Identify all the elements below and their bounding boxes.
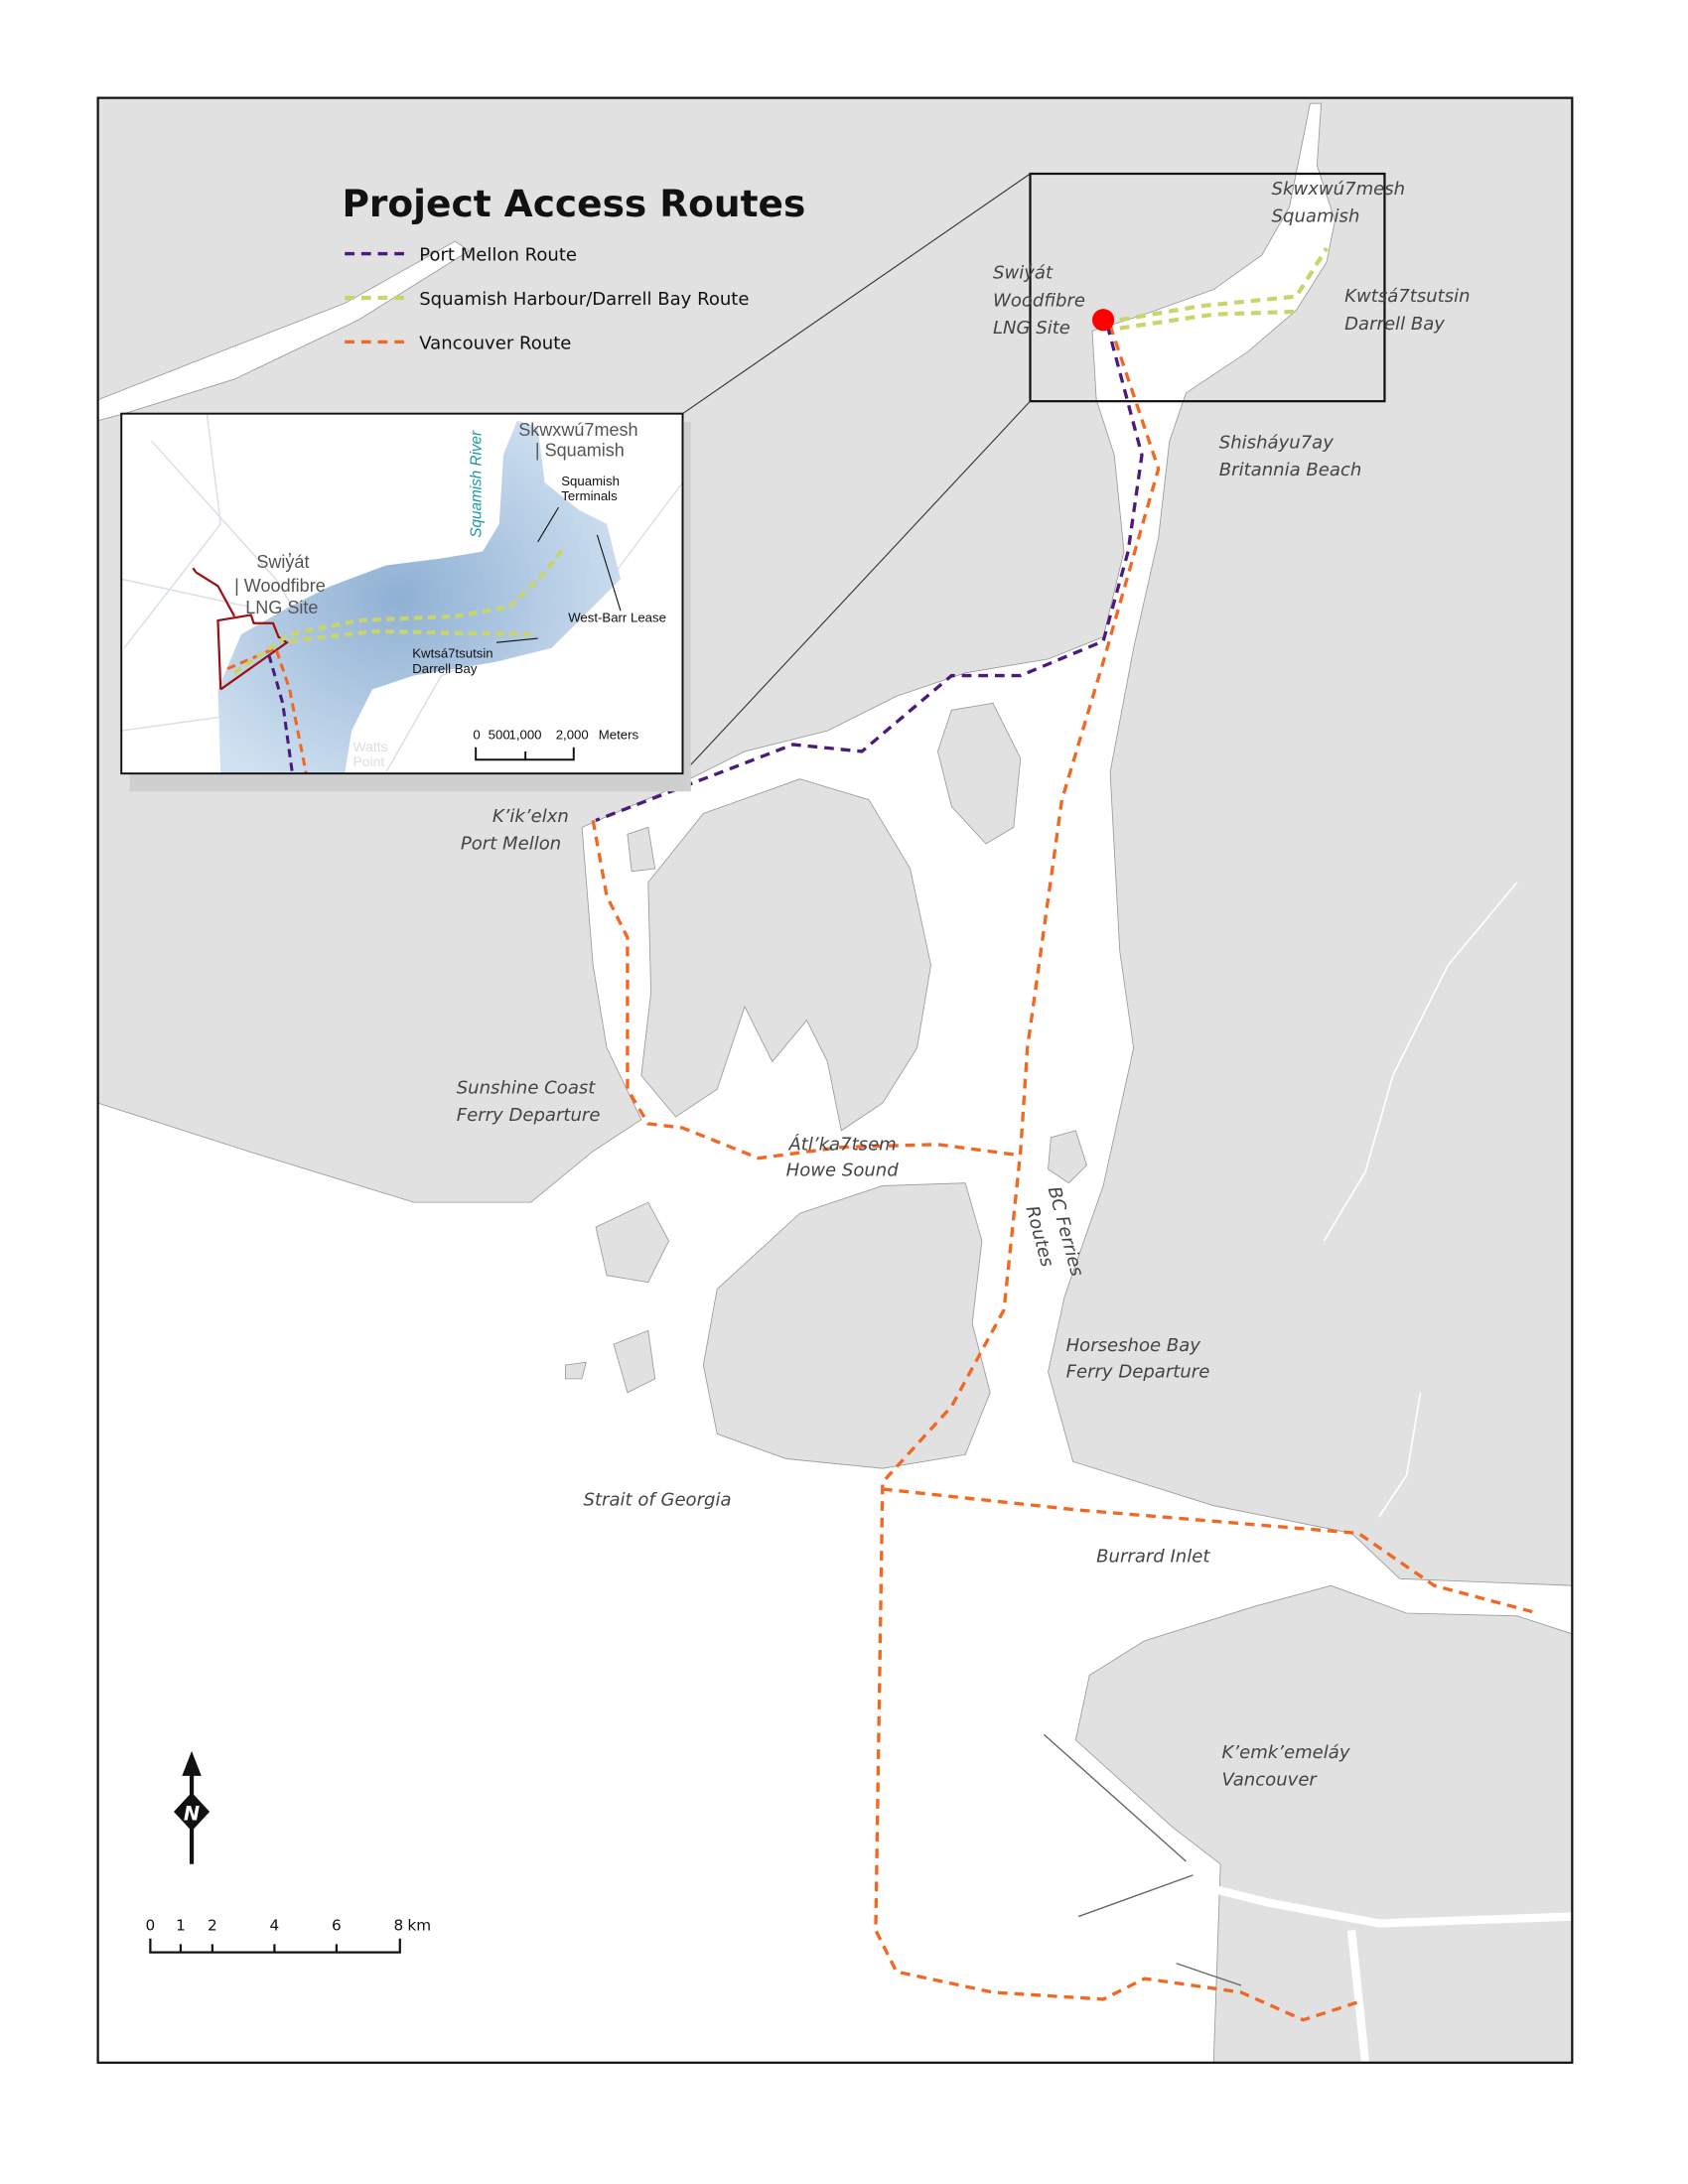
inset-label-site: Swiy̓át bbox=[256, 552, 309, 572]
label-darrell-bay: Kwtsá7tsutsin bbox=[1344, 286, 1470, 307]
map-title: Project Access Routes bbox=[342, 182, 805, 225]
inset-leader bbox=[596, 534, 622, 612]
inset-label-site: | Woodfibre bbox=[234, 576, 326, 596]
small-island bbox=[1048, 1130, 1087, 1184]
map-frame bbox=[96, 96, 1574, 2064]
keats-island bbox=[595, 1201, 670, 1284]
inset-label-squamish: | Squamish bbox=[535, 441, 625, 461]
inset-route-vancouver bbox=[226, 645, 308, 774]
label-strait-of-georgia: Strait of Georgia bbox=[584, 1490, 732, 1511]
label-vancouver: K’emk’emeláy bbox=[1222, 1742, 1350, 1763]
gambier-island bbox=[640, 778, 931, 1132]
anvil-island bbox=[937, 702, 1022, 845]
inset-leader bbox=[537, 506, 559, 543]
route-port-mellon bbox=[595, 325, 1144, 822]
north-label: N bbox=[184, 1802, 200, 1825]
inset-label-river: Squamish River bbox=[469, 430, 486, 538]
route-squamish-harbour bbox=[1119, 246, 1329, 323]
label-sunshine-coast: Sunshine Coast bbox=[457, 1077, 597, 1098]
scale-tick: 0 bbox=[146, 1916, 156, 1934]
water-top-left-inlet bbox=[97, 240, 470, 422]
label-squamish: Skwxwú7mesh bbox=[1272, 179, 1406, 200]
inset-label-watts: Watts bbox=[353, 739, 388, 754]
route-darrell-bay bbox=[1119, 309, 1297, 331]
inset-frame bbox=[120, 412, 684, 775]
label-vancouver: Vancouver bbox=[1222, 1770, 1319, 1791]
islets bbox=[565, 826, 656, 1394]
label-woodfibre: Woodfibre bbox=[993, 290, 1085, 311]
inset-water bbox=[217, 420, 621, 774]
inset-label-watts: Point bbox=[353, 753, 385, 769]
map-body: Skwxwú7mesh Squamish Swiy̓át Woodfibre L… bbox=[97, 97, 1573, 2063]
label-howe-sound: Átl’ka7tsem bbox=[787, 1133, 896, 1155]
inset-leader-line bbox=[682, 400, 1031, 774]
legend: Port Mellon Route Squamish Harbour/Darre… bbox=[345, 245, 749, 353]
inset-roads bbox=[121, 413, 683, 773]
inset-extent-box bbox=[1029, 172, 1386, 403]
label-woodfibre: LNG Site bbox=[993, 318, 1070, 339]
inset-label-west-barr: West-Barr Lease bbox=[568, 610, 666, 624]
label-howe-sound: Howe Sound bbox=[786, 1160, 900, 1181]
inset-scale-tick: 500 bbox=[489, 727, 510, 742]
scale-tick: 2 bbox=[208, 1916, 217, 1934]
inset-leader-line bbox=[682, 173, 1031, 415]
label-port-mellon: Port Mellon bbox=[461, 834, 561, 855]
inset-scale-tick: 1,000 bbox=[509, 727, 542, 742]
inset-scale-bar: 0 500 1,000 2,000 Meters bbox=[473, 727, 639, 761]
label-horseshoe-bay: Horseshoe Bay bbox=[1066, 1335, 1201, 1356]
inset-label-terminals: Squamish bbox=[561, 474, 620, 488]
legend-label: Squamish Harbour/Darrell Bay Route bbox=[419, 289, 749, 310]
label-britannia: Britannia Beach bbox=[1219, 460, 1362, 480]
vancouver-water-edge bbox=[1043, 1733, 1242, 1986]
inset-label-terminals: Terminals bbox=[561, 488, 618, 503]
inset-label-darrell: Darrell Bay bbox=[412, 661, 478, 676]
inset-site-boundary bbox=[192, 567, 289, 691]
label-britannia: Shisháyu7ay bbox=[1219, 432, 1334, 453]
route-sunshine-ferry bbox=[591, 820, 1021, 1160]
inset-label-site: LNG Site bbox=[245, 598, 318, 617]
routes bbox=[591, 246, 1539, 2022]
label-horseshoe-bay: Ferry Departure bbox=[1066, 1362, 1210, 1383]
scale-unit: km bbox=[407, 1916, 431, 1934]
inset-scale-tick: 2,000 bbox=[556, 727, 589, 742]
label-woodfibre: Swiy̓át bbox=[993, 262, 1054, 283]
scale-tick: 4 bbox=[270, 1916, 280, 1934]
inset-route-port-mellon bbox=[267, 654, 294, 774]
inset-map: Skwxwú7mesh | Squamish Squamish River Sq… bbox=[121, 413, 683, 774]
label-burrard-inlet: Burrard Inlet bbox=[1096, 1547, 1210, 1568]
scale-tick: 1 bbox=[176, 1916, 186, 1934]
inset-scale-unit: Meters bbox=[599, 727, 639, 742]
legend-label: Port Mellon Route bbox=[419, 245, 577, 266]
label-squamish: Squamish bbox=[1272, 206, 1360, 227]
inset-label-squamish: Skwxwú7mesh bbox=[518, 420, 637, 440]
scale-tick: 8 bbox=[394, 1916, 404, 1934]
label-darrell-bay: Darrell Bay bbox=[1344, 314, 1445, 335]
rivers-minor bbox=[1323, 882, 1518, 1518]
inset-scale-tick: 0 bbox=[473, 727, 480, 742]
river bbox=[1185, 1877, 1573, 2063]
north-arrow: N bbox=[174, 1750, 211, 1864]
bowen-island bbox=[702, 1182, 991, 1469]
inset-route-squamish bbox=[232, 544, 568, 675]
route-vancouver bbox=[874, 325, 1359, 2022]
label-sunshine-coast: Ferry Departure bbox=[457, 1105, 601, 1126]
label-port-mellon: K’ik’elxn bbox=[492, 806, 569, 827]
inset-label-darrell: Kwtsá7tsutsin bbox=[412, 646, 492, 661]
scale-bar: 0 1 2 4 6 8 km bbox=[146, 1916, 431, 1954]
inset-leader bbox=[495, 637, 538, 643]
inset-route-darrell bbox=[289, 629, 531, 643]
legend-label: Vancouver Route bbox=[419, 333, 571, 353]
site-marker bbox=[1092, 309, 1115, 332]
place-labels: Skwxwú7mesh Squamish Swiy̓át Woodfibre L… bbox=[457, 179, 1471, 1791]
scale-tick: 6 bbox=[332, 1916, 342, 1934]
